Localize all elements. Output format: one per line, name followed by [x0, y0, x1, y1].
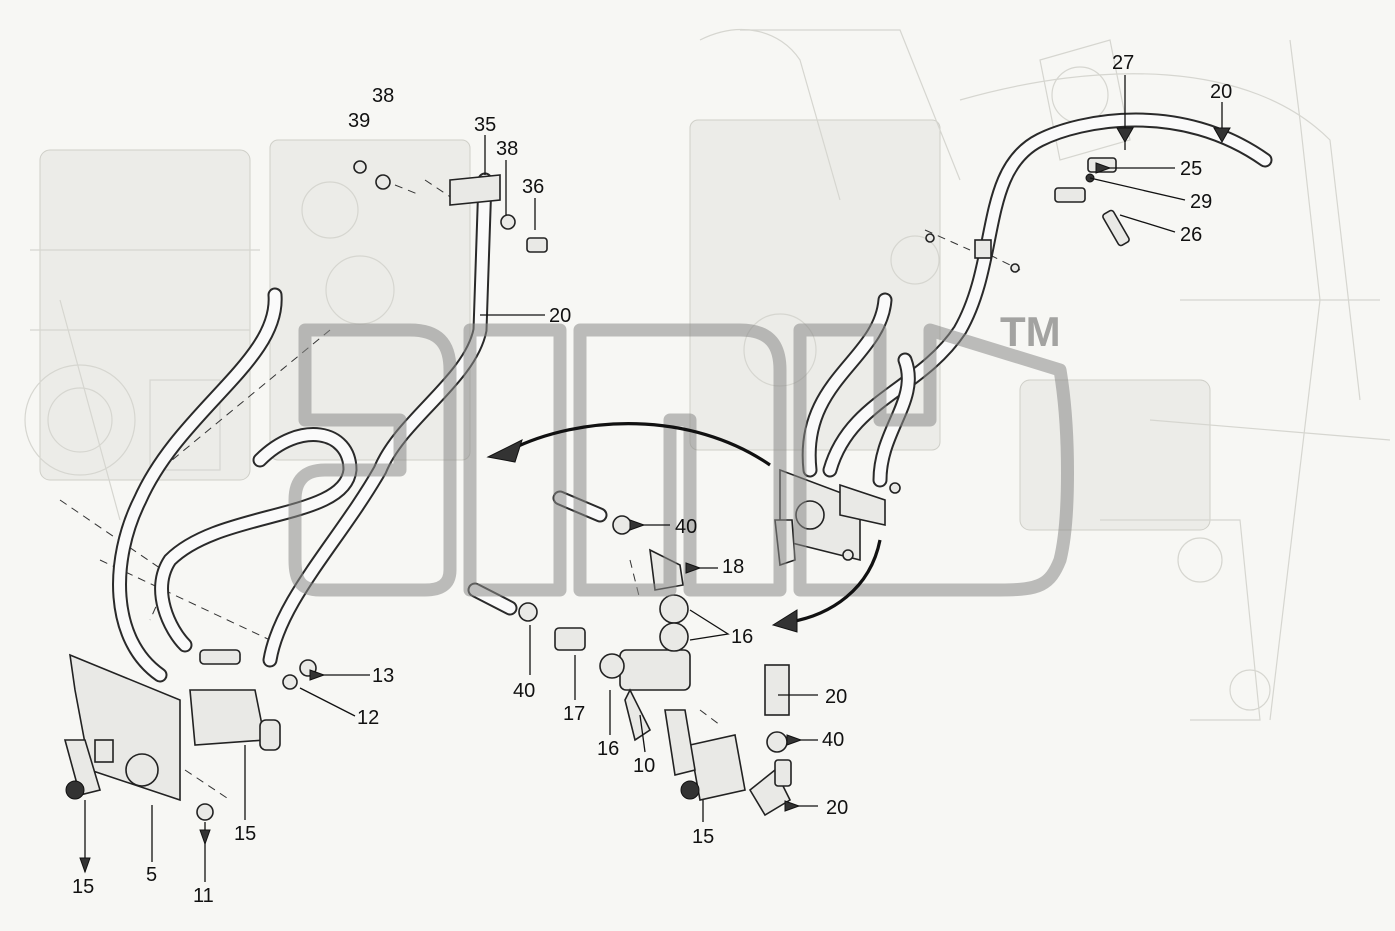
callout-15-valve-right: 15 [692, 826, 714, 848]
callout-15-valve-left: 15 [234, 823, 256, 845]
callout-40-middle: 40 [513, 680, 535, 702]
callout-18: 18 [722, 556, 744, 578]
direction-arrows [486, 422, 882, 633]
callout-10: 10 [633, 755, 655, 777]
callout-40-lower: 40 [822, 729, 844, 751]
leader-lines [79, 75, 1231, 882]
callout-labels: 38 39 35 38 36 20 27 20 25 29 26 40 18 1… [72, 52, 1232, 907]
callout-5: 5 [146, 864, 157, 886]
callout-38-lower: 38 [496, 138, 518, 160]
callout-13: 13 [372, 665, 394, 687]
callout-40-upper: 40 [675, 516, 697, 538]
callout-16-ring: 16 [597, 738, 619, 760]
callout-15-handle: 15 [72, 876, 94, 898]
callout-27: 27 [1112, 52, 1134, 74]
watermark: TM [288, 308, 1074, 597]
callout-38-upper: 38 [372, 85, 394, 107]
callout-29: 29 [1190, 191, 1212, 213]
trademark-mark: TM [1000, 308, 1061, 355]
callout-36: 36 [522, 176, 544, 198]
callout-26: 26 [1180, 224, 1202, 246]
callout-16-washers: 16 [731, 626, 753, 648]
callout-12: 12 [357, 707, 379, 729]
callout-25: 25 [1180, 158, 1202, 180]
components [63, 157, 1130, 821]
hoses [112, 112, 1273, 716]
callout-20-tube: 20 [825, 686, 847, 708]
callout-11: 11 [193, 885, 214, 907]
callout-35: 35 [474, 114, 496, 136]
callout-17: 17 [563, 703, 585, 725]
callout-20-top-right: 20 [1210, 81, 1232, 103]
callout-39: 39 [348, 110, 370, 132]
callout-20-elbow: 20 [826, 797, 848, 819]
callout-20-center-hose: 20 [549, 305, 571, 327]
